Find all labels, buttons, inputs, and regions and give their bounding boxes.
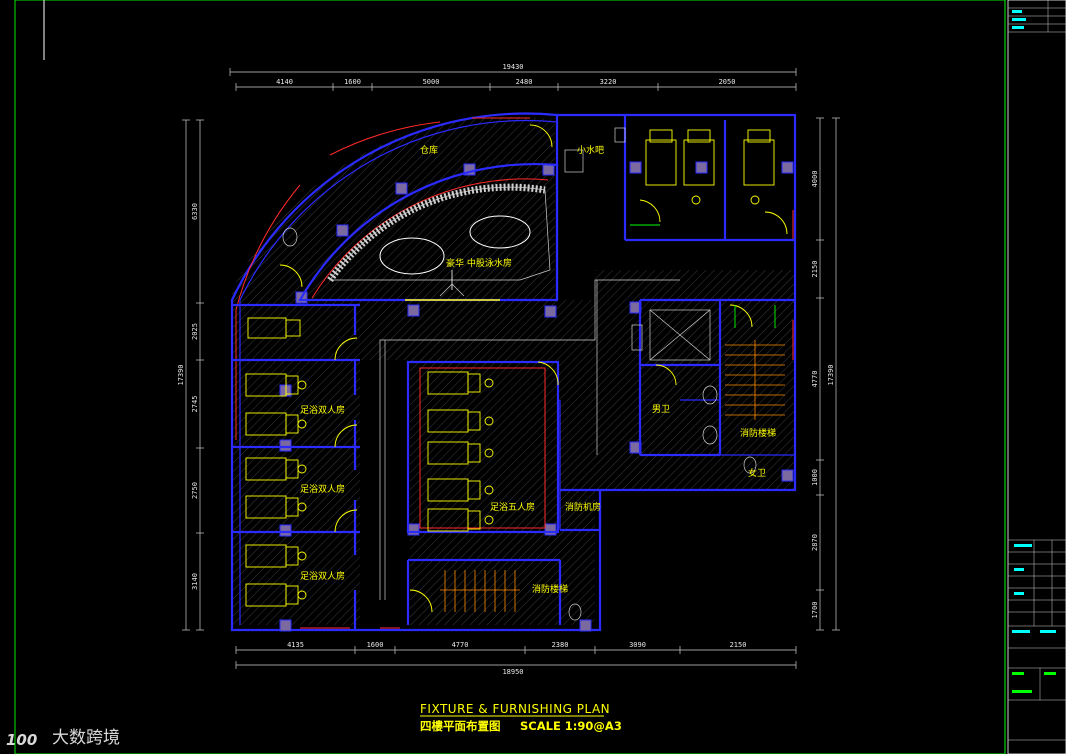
dim-right-3: 1000 bbox=[811, 469, 819, 486]
door-swings bbox=[279, 124, 788, 613]
room-foot-double-2: 足浴双人房 bbox=[300, 483, 345, 495]
dim-left-3: 2750 bbox=[191, 482, 199, 499]
room-foot-five: 足浴五人房 bbox=[490, 501, 535, 513]
room-foot-double-1: 足浴双人房 bbox=[300, 404, 345, 416]
watermark-logo-icon: 100 bbox=[6, 731, 37, 749]
dim-bottom-5: 2150 bbox=[730, 641, 747, 649]
dim-bottom-2: 4770 bbox=[452, 641, 469, 649]
corridor-lines bbox=[379, 279, 680, 600]
dim-bottom-0: 4135 bbox=[287, 641, 304, 649]
columns bbox=[279, 161, 794, 632]
spa-chairs-left bbox=[245, 317, 307, 607]
dim-right-total: 17390 bbox=[827, 364, 835, 385]
elevator-shaft bbox=[631, 309, 711, 361]
room-bar: 小水吧 bbox=[577, 144, 604, 156]
drawing-scale: SCALE 1:90@A3 bbox=[520, 719, 622, 733]
watermark: 100 大数跨境 bbox=[6, 728, 120, 749]
dimension-lines bbox=[185, 71, 837, 666]
room-fire-stair-2: 消防楼梯 bbox=[532, 583, 568, 595]
dim-top-4: 3220 bbox=[600, 78, 617, 86]
room-vip: 豪华 中股泳水房 bbox=[446, 257, 512, 269]
dim-right-0: 4000 bbox=[811, 171, 819, 188]
dim-left-4: 3140 bbox=[191, 573, 199, 590]
dim-right-1: 2150 bbox=[811, 261, 819, 278]
room-fire-stair-1: 消防楼梯 bbox=[740, 427, 776, 439]
dim-bottom-3: 2380 bbox=[552, 641, 569, 649]
outer-walls bbox=[230, 112, 797, 632]
dim-right-4: 2870 bbox=[811, 534, 819, 551]
svg-text:100: 100 bbox=[6, 731, 37, 749]
dim-right-5: 1700 bbox=[811, 602, 819, 619]
room-labels: 仓库 小水吧 豪华 中股泳水房 足浴双人房 足浴双人房 足浴双人房 足浴五人房 … bbox=[300, 144, 776, 595]
dim-left-1: 2025 bbox=[191, 323, 199, 340]
dim-top-0: 4140 bbox=[276, 78, 293, 86]
dim-bottom-4: 3090 bbox=[629, 641, 646, 649]
room-water: 消防机房 bbox=[565, 501, 601, 513]
drawing-title-en: FIXTURE & FURNISHING PLAN bbox=[420, 702, 610, 716]
dim-top-1: 1600 bbox=[344, 78, 361, 86]
dim-top-3: 2480 bbox=[516, 78, 533, 86]
room-toilet-f: 女卫 bbox=[748, 467, 766, 479]
dim-top-2: 5000 bbox=[423, 78, 440, 86]
drawing-title-cn: 四樓平面布置图 bbox=[420, 719, 501, 733]
dim-left-total: 17390 bbox=[177, 364, 185, 385]
room-storage: 仓库 bbox=[420, 144, 438, 156]
dim-top-5: 2050 bbox=[719, 78, 736, 86]
massage-beds bbox=[645, 129, 775, 205]
stairs bbox=[440, 340, 785, 612]
room-toilet-m: 男卫 bbox=[652, 404, 670, 415]
dim-bottom-total: 18950 bbox=[502, 668, 523, 676]
title-block bbox=[1007, 0, 1066, 754]
dim-top-total: 19430 bbox=[502, 63, 523, 71]
dimension-labels: 19430 4140 1600 5000 2480 3220 2050 4135 1600 477… bbox=[177, 63, 835, 676]
room-foot-double-3: 足浴双人房 bbox=[300, 570, 345, 582]
dim-left-2: 2745 bbox=[191, 396, 199, 413]
watermark-text: 大数跨境 bbox=[52, 728, 120, 748]
dim-left-0: 6330 bbox=[191, 203, 199, 220]
dim-right-2: 4770 bbox=[811, 371, 819, 388]
spa-chairs-five bbox=[427, 371, 494, 532]
sanitary-fixtures bbox=[282, 127, 757, 621]
dim-bottom-1: 1600 bbox=[367, 641, 384, 649]
